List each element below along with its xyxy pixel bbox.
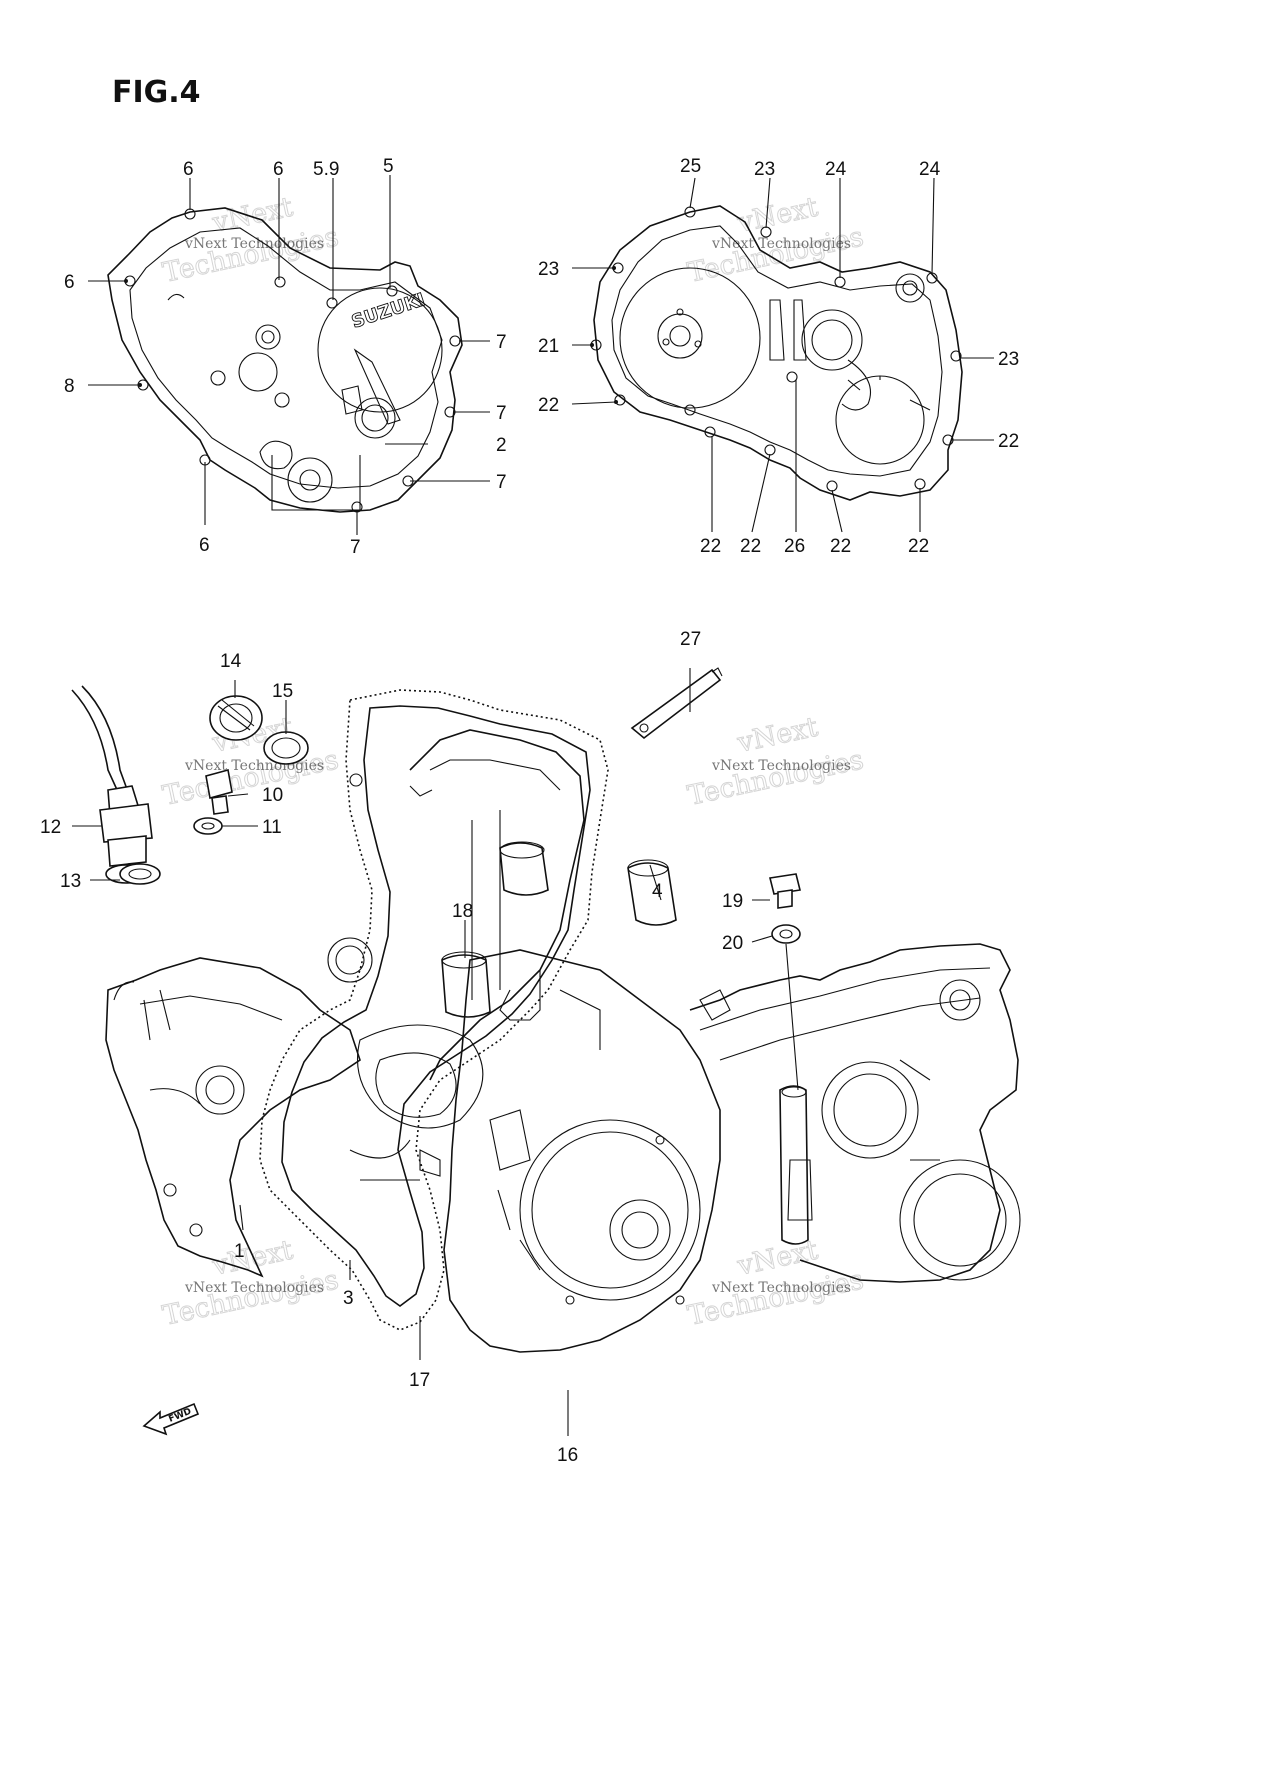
- callout-21: 21: [538, 336, 559, 357]
- callout-7: 7: [496, 472, 507, 493]
- callout-19: 19: [722, 891, 743, 912]
- callout-16: 16: [557, 1445, 578, 1466]
- callout-18: 18: [452, 901, 473, 922]
- callout-22: 22: [538, 395, 559, 416]
- crankcase-main: [327, 729, 585, 1181]
- callout-6: 6: [199, 535, 210, 556]
- sensor-washer: [119, 863, 161, 885]
- callout-22: 22: [830, 536, 851, 557]
- callout-labels: 6 6 5.9 5 6 7 8 7 2 7 6 7 25 23 24 24 23…: [40, 156, 1019, 1466]
- callout-7: 7: [496, 403, 507, 424]
- callout-26: 26: [784, 536, 805, 557]
- callout-6: 6: [273, 159, 284, 180]
- forward-arrow-icon: FWD: [142, 1402, 200, 1436]
- callout-12: 12: [40, 817, 61, 838]
- bolt: [205, 768, 233, 815]
- crankcase-right: [689, 943, 1021, 1283]
- watermark-small: vNext Technologies: [711, 758, 851, 774]
- callout-27: 27: [680, 629, 701, 650]
- callout-6: 6: [64, 272, 75, 293]
- crankcase-left: [105, 957, 361, 1278]
- callout-4: 4: [652, 881, 663, 902]
- watermark-big: Technologies: [685, 744, 866, 811]
- callout-5-9: 5.9: [313, 159, 339, 180]
- callout-22: 22: [998, 431, 1019, 452]
- callout-7: 7: [496, 332, 507, 353]
- suzuki-emblem: SUZUKI: [349, 289, 428, 332]
- callout-2: 2: [496, 435, 507, 456]
- callout-20: 20: [722, 933, 743, 954]
- callout-23: 23: [538, 259, 559, 280]
- crankcase-front-cover: [443, 949, 813, 1353]
- callout-8: 8: [64, 376, 75, 397]
- callout-13: 13: [60, 871, 81, 892]
- watermark-small: vNext Technologies: [184, 236, 324, 252]
- callout-10: 10: [262, 785, 283, 806]
- callout-5: 5: [383, 156, 394, 177]
- watermark-small: vNext Technologies: [711, 236, 851, 252]
- leader-lines: [72, 175, 994, 1436]
- callout-22: 22: [908, 536, 929, 557]
- watermark-vnext: vNext: [734, 712, 821, 759]
- callout-17: 17: [409, 1370, 430, 1391]
- temperature-sensor: [71, 685, 153, 884]
- watermark-small: vNext Technologies: [184, 1280, 324, 1296]
- magneto-cover-gasket: [590, 205, 963, 501]
- callout-14: 14: [220, 651, 242, 672]
- callout-23: 23: [754, 159, 775, 180]
- o-ring: [263, 731, 309, 765]
- callout-6: 6: [183, 159, 194, 180]
- washer: [193, 817, 223, 835]
- bolt: [769, 873, 801, 909]
- watermark-group: Technologies vNext Technologies vNext Te…: [160, 191, 867, 1332]
- washer: [771, 924, 801, 944]
- hose-clamp: [630, 667, 723, 740]
- dowel-pin: [627, 859, 677, 926]
- callout-15: 15: [272, 681, 293, 702]
- leader-dots: [124, 266, 618, 404]
- callout-25: 25: [680, 156, 701, 177]
- callout-24: 24: [825, 159, 847, 180]
- callout-22: 22: [700, 536, 721, 557]
- callout-24: 24: [919, 159, 941, 180]
- watermark-small: vNext Technologies: [711, 1280, 851, 1296]
- callout-1: 1: [234, 1241, 245, 1262]
- watermark-big: Technologies: [160, 744, 341, 811]
- figure-title: FIG.4: [112, 75, 201, 110]
- callout-23: 23: [998, 349, 1019, 370]
- callout-7: 7: [350, 537, 361, 558]
- callout-22: 22: [740, 536, 761, 557]
- dowel-pin: [441, 951, 491, 1018]
- watermark-small: vNext Technologies: [184, 758, 324, 774]
- oil-filler-plug: [209, 695, 263, 741]
- callout-11: 11: [262, 817, 282, 838]
- crankcase-gasket: [259, 689, 609, 1331]
- callout-3: 3: [343, 1288, 354, 1309]
